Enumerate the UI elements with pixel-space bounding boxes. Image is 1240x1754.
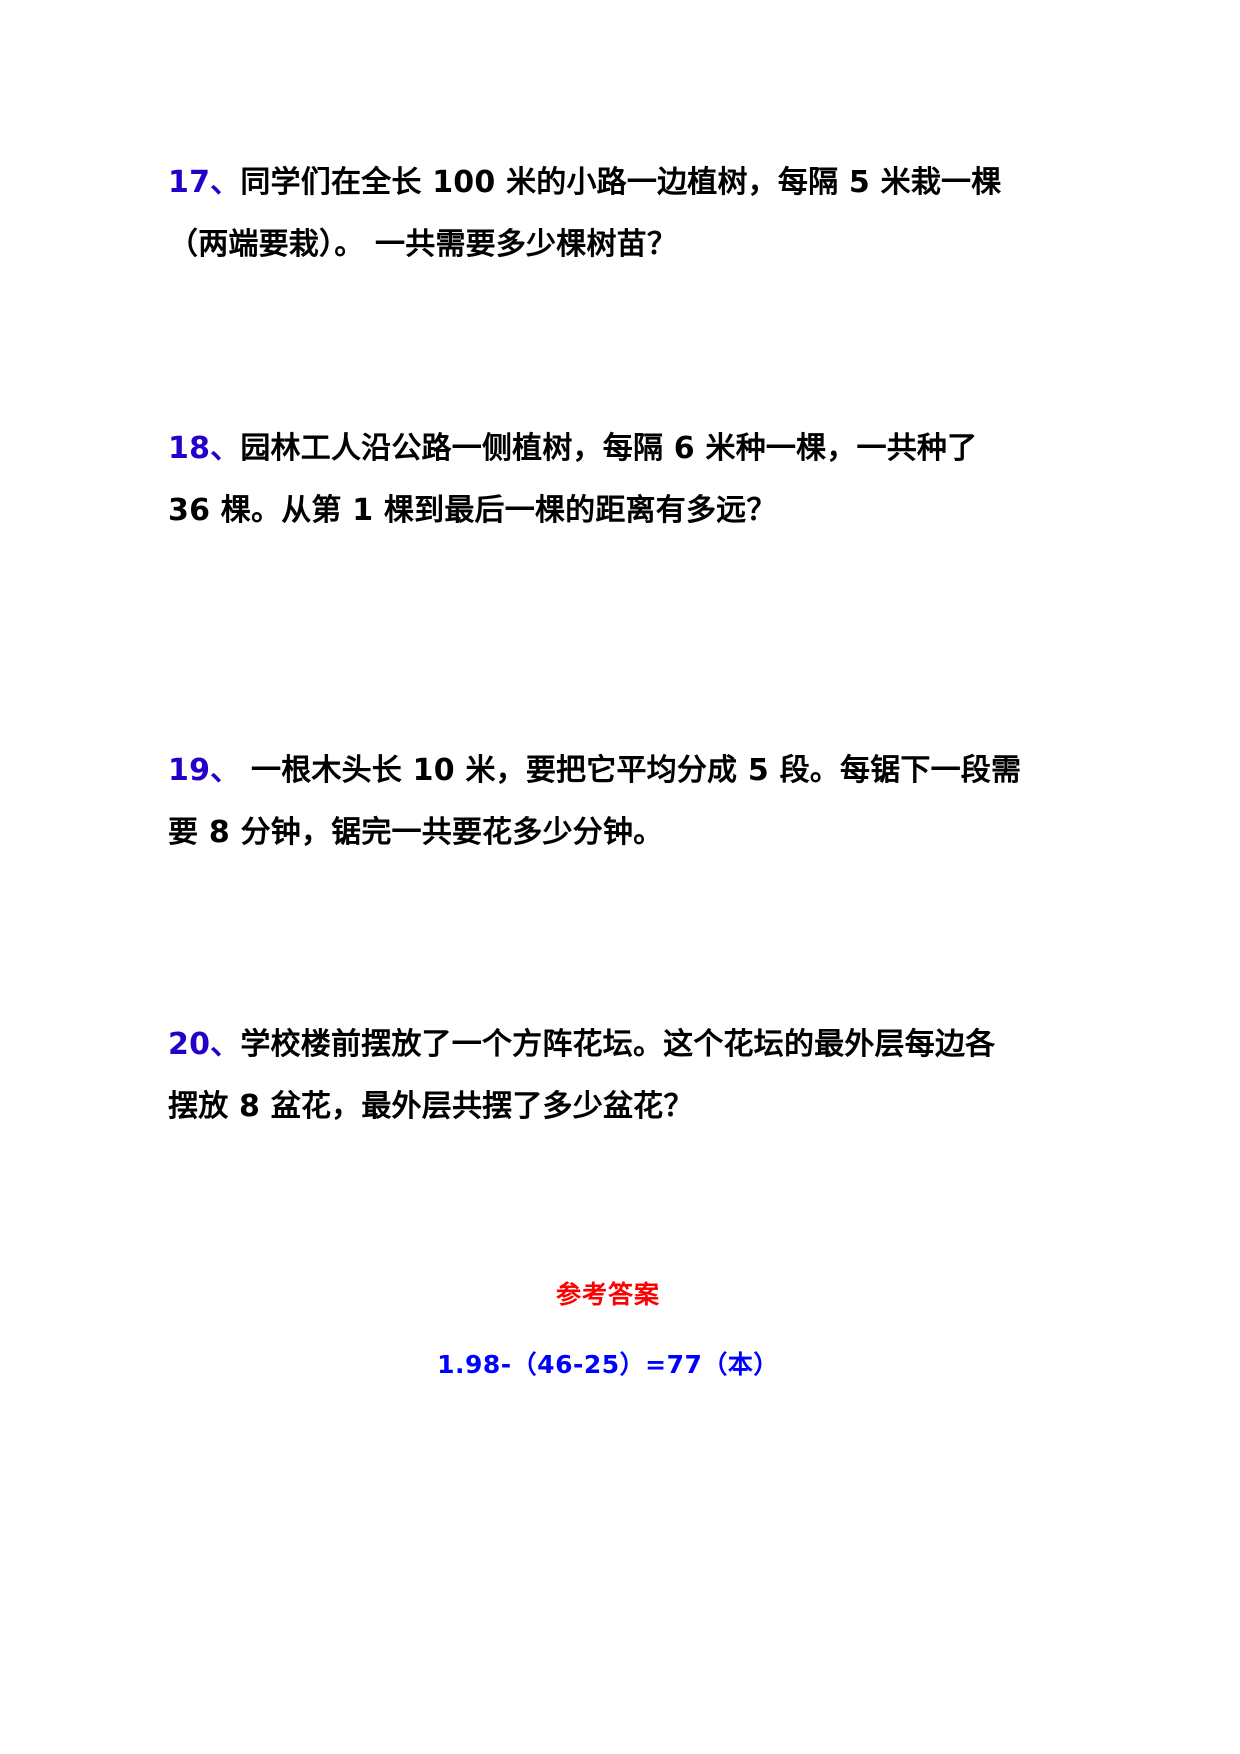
- problem-18-number: 18、: [168, 431, 241, 466]
- answer-line-1: 1.98-（46-25）=77（本）: [437, 1350, 779, 1379]
- problem-18-line-1: 18、园林工人沿公路一侧植树，每隔 6 米种一棵，一共种了: [168, 418, 1048, 480]
- problem-17-text-1: 同学们在全长 100 米的小路一边植树，每隔 5 米栽一棵: [240, 165, 1002, 200]
- answer-section-heading: 参考答案: [555, 1280, 660, 1309]
- problem-19-number: 19、: [168, 753, 241, 788]
- problem-18-text-1: 园林工人沿公路一侧植树，每隔 6 米种一棵，一共种了: [240, 431, 978, 466]
- answer-space-19: [168, 864, 1048, 1014]
- problem-18-line-2: 36 棵。从第 1 棵到最后一棵的距离有多远？: [168, 493, 777, 528]
- answer-section: 参考答案 1.98-（46-25）=77（本）: [168, 1278, 1048, 1382]
- problem-20-line-1: 20、学校楼前摆放了一个方阵花坛。这个花坛的最外层每边各: [168, 1014, 1048, 1076]
- answer-space-18: [168, 542, 1048, 740]
- answer-heading-gap: [168, 1312, 1048, 1348]
- problem-17-line-1: 17、同学们在全长 100 米的小路一边植树，每隔 5 米栽一棵: [168, 152, 1048, 214]
- problem-18: 18、园林工人沿公路一侧植树，每隔 6 米种一棵，一共种了 36 棵。从第 1 …: [168, 418, 1048, 542]
- problem-20-line-2: 摆放 8 盆花，最外层共摆了多少盆花？: [168, 1089, 694, 1124]
- problem-17: 17、同学们在全长 100 米的小路一边植树，每隔 5 米栽一棵 （两端要栽）。…: [168, 0, 1048, 276]
- problem-19: 19、 一根木头长 10 米，要把它平均分成 5 段。每锯下一段需 要 8 分钟…: [168, 740, 1048, 864]
- problem-19-text-1: 一根木头长 10 米，要把它平均分成 5 段。每锯下一段需: [240, 753, 1022, 788]
- problem-20-text-1: 学校楼前摆放了一个方阵花坛。这个花坛的最外层每边各: [240, 1027, 996, 1062]
- problem-19-line-2: 要 8 分钟，锯完一共要花多少分钟。: [168, 815, 664, 850]
- problem-20: 20、学校楼前摆放了一个方阵花坛。这个花坛的最外层每边各 摆放 8 盆花，最外层…: [168, 1014, 1048, 1138]
- problem-17-number: 17、: [168, 165, 241, 200]
- worksheet-content: 17、同学们在全长 100 米的小路一边植树，每隔 5 米栽一棵 （两端要栽）。…: [168, 0, 1048, 1382]
- problem-17-line-2: （两端要栽）。 一共需要多少棵树苗？: [168, 227, 678, 262]
- problem-20-number: 20、: [168, 1027, 241, 1062]
- problem-19-line-1: 19、 一根木头长 10 米，要把它平均分成 5 段。每锯下一段需: [168, 740, 1048, 802]
- answer-space-17: [168, 276, 1048, 418]
